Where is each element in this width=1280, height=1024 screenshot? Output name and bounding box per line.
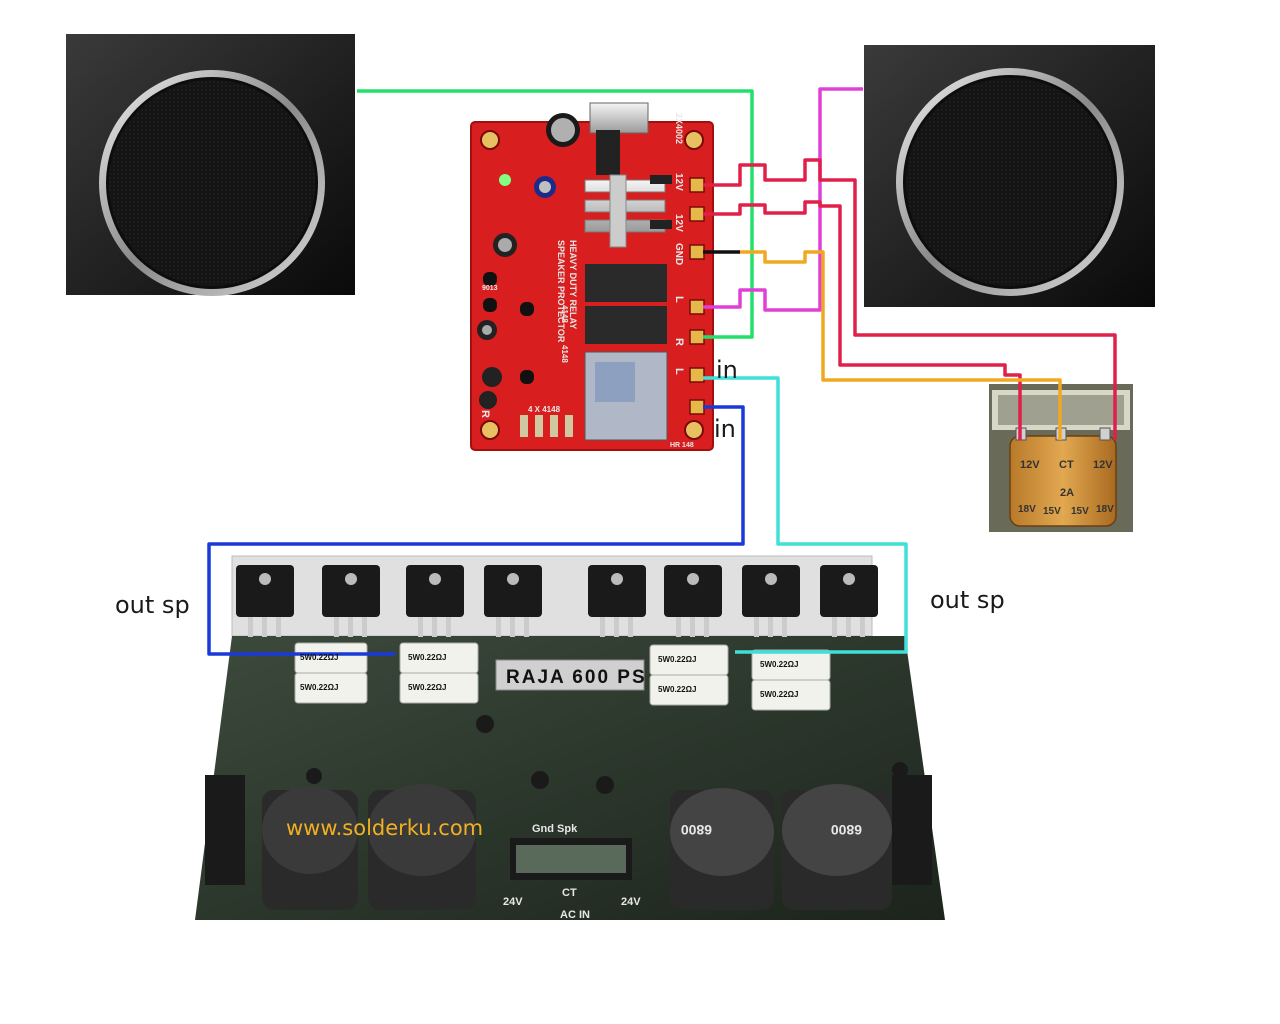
silk-hr148: HR 148: [670, 442, 694, 449]
speaker-protector-board: [470, 102, 714, 451]
transformer-labels: 12V CT 12V 2A 18V 15V 15V 18V: [1018, 459, 1114, 517]
tap-15v-right: 15V: [1071, 506, 1089, 517]
silk-4148-a: 4148: [560, 305, 569, 323]
resistor-label-4: 5W0.22ΩJ: [408, 683, 446, 692]
resistor-label-3: 5W0.22ΩJ: [408, 653, 446, 662]
terminal-label-12v-1: 12V: [673, 173, 684, 191]
resistor-label-2: 5W0.22ΩJ: [300, 683, 338, 692]
label-gnd-spk: Gnd Spk: [532, 823, 578, 835]
wires: [207, 87, 1117, 656]
wire-orange: [740, 250, 1062, 440]
tap-12v-right: 12V: [1093, 459, 1113, 471]
silk-speaker-protector: SPEAKER PROTECTOR: [556, 240, 566, 343]
silk-heavy-duty: HEAVY DUTY RELAY: [568, 240, 578, 329]
silk-9013: 9013: [482, 285, 498, 292]
relay-silkscreen: HEAVY DUTY RELAY SPEAKER PROTECTOR 2X400…: [479, 113, 694, 449]
label-in-top: in: [716, 356, 738, 384]
wire-magenta: [703, 87, 863, 312]
tap-15v-left: 15V: [1043, 506, 1061, 517]
terminal-label-l-2: L: [673, 368, 685, 375]
tap-12v-left: 12V: [1020, 459, 1040, 471]
wire-red-2: [703, 200, 1022, 440]
left-speaker: [66, 34, 355, 296]
tap-18v-left: 18V: [1018, 504, 1036, 515]
amp-title: RAJA 600 PS: [506, 667, 647, 688]
wire-red-1: [703, 158, 1117, 440]
label-24v-right: 24V: [621, 896, 641, 908]
resistor-label-7: 5W0.22ΩJ: [760, 660, 798, 669]
silk-2x4002: 2X4002: [674, 113, 684, 144]
terminal-label-r-2: R: [479, 410, 491, 418]
tap-ct: CT: [1059, 459, 1074, 471]
power-transistors: [236, 565, 878, 637]
label-out-sp-left: out sp: [115, 591, 190, 619]
terminal-label-r-1: R: [673, 338, 685, 346]
transformer-rating: 2A: [1060, 487, 1074, 499]
label-24v-left: 24V: [503, 896, 523, 908]
tap-18v-right: 18V: [1096, 504, 1114, 515]
silk-4148-b: 4148: [560, 345, 569, 363]
watermark: www.solderku.com: [286, 816, 484, 840]
label-ct: CT: [562, 887, 577, 899]
resistor-label-5: 5W0.22ΩJ: [658, 655, 696, 664]
right-speaker: [864, 45, 1155, 307]
wire-cyan: [703, 376, 908, 654]
resistor-label-6: 5W0.22ΩJ: [658, 685, 696, 694]
label-out-sp-right: out sp: [930, 586, 1005, 614]
capacitor-mark-2: 6800: [831, 822, 862, 838]
amp-board-labels: RAJA 600 PS 5W0.22ΩJ 5W0.22ΩJ 5W0.22ΩJ 5…: [300, 653, 862, 921]
terminal-label-12v-2: 12V: [673, 214, 684, 232]
terminal-label-gnd: GND: [673, 243, 684, 265]
terminal-label-l-1: L: [673, 296, 685, 303]
capacitor-mark-1: 6800: [681, 822, 712, 838]
wire-green: [357, 89, 754, 339]
silk-4x4148: 4 X 4148: [528, 405, 561, 414]
resistor-label-1: 5W0.22ΩJ: [300, 653, 338, 662]
label-ac-in: AC IN: [560, 909, 590, 921]
wire-blue: [207, 405, 745, 656]
resistor-label-8: 5W0.22ΩJ: [760, 690, 798, 699]
amplifier-board: [195, 555, 945, 920]
label-in-bottom: in: [714, 415, 736, 443]
